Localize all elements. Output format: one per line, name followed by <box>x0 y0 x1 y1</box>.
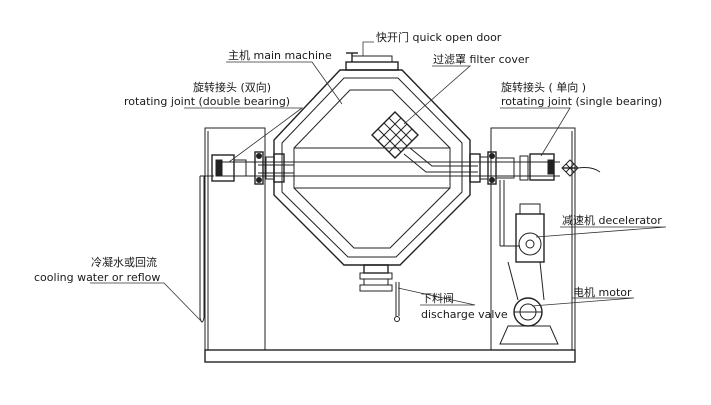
right-rotating-joint <box>469 151 601 185</box>
main-shaft <box>220 161 560 177</box>
discharge-port <box>359 264 400 322</box>
label-discharge-valve-en: discharge valve <box>421 308 508 321</box>
label-cooling-water-cn: 冷凝水或回流 <box>91 255 157 269</box>
decelerator <box>499 180 545 301</box>
label-rotating-joint-double-en: rotating joint (double bearing) <box>124 95 290 108</box>
label-main-machine: 主机 main machine <box>228 48 332 62</box>
quick-open-door <box>345 52 399 71</box>
label-cooling-water-en: cooling water or reflow <box>34 271 160 284</box>
labels: 快开门 quick open door 主机 main machine 过滤罩 … <box>34 30 662 321</box>
filter-cover <box>371 111 478 173</box>
cooling-water-pipe <box>199 175 214 323</box>
label-rotating-joint-single-en: rotating joint (single bearing) <box>501 95 662 108</box>
label-motor: 电机 motor <box>573 285 632 299</box>
left-rotating-joint <box>211 151 285 185</box>
label-discharge-valve-cn: 下料阀 <box>421 291 454 305</box>
motor <box>499 297 559 345</box>
main-vessel <box>273 69 471 266</box>
label-filter-cover: 过滤罩 filter cover <box>433 53 530 66</box>
label-rotating-joint-double-cn: 旋转接头 (双向) <box>193 80 271 94</box>
label-decelerator: 减速机 decelerator <box>562 213 662 227</box>
leader-lines <box>90 41 667 323</box>
label-rotating-joint-single-cn: 旋转接头 ( 单向 ) <box>501 80 586 94</box>
label-quick-open-door: 快开门 quick open door <box>376 30 502 44</box>
